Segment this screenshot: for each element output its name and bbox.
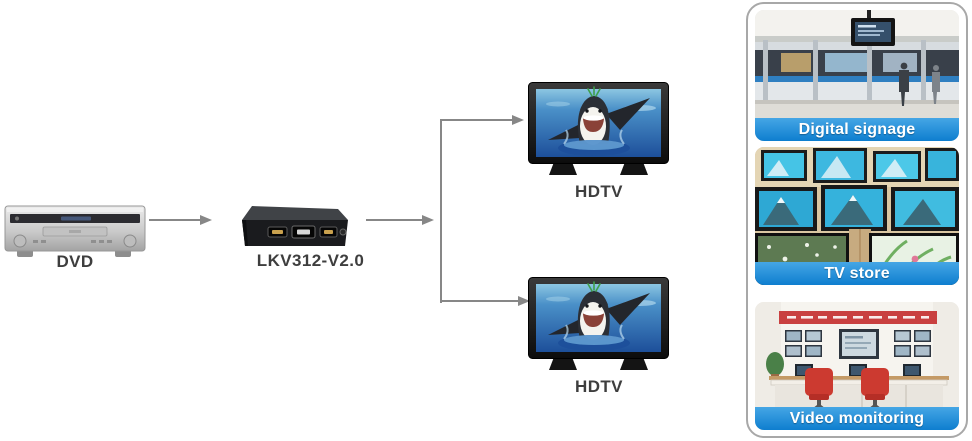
arrow-head-icon: [200, 215, 212, 225]
arrow-head-icon: [518, 296, 530, 306]
splitter-model-label: LKV312-V2.0: [256, 251, 365, 270]
applications-panel: Digital signage: [746, 2, 968, 438]
office-chair: [861, 368, 889, 413]
arrow-shaft: [441, 119, 512, 121]
hdtv-top-image: [528, 82, 669, 175]
cartoon-shark: [548, 86, 650, 145]
hdmi-splitter-image: [242, 206, 348, 246]
arrow-shaft: [441, 300, 518, 302]
arrow-shaft: [149, 219, 200, 221]
arrow-shaft: [366, 219, 422, 221]
arrow-splitter-to-branch: [366, 213, 434, 227]
arrow-dvd-to-splitter: [149, 213, 212, 227]
branch-vertical-line: [440, 119, 442, 303]
tv-store-banner-label: TV store: [824, 264, 890, 282]
arrow-to-top-hdtv: [441, 113, 524, 127]
hdtv-bottom-label: HDTV: [575, 377, 623, 396]
video-monitoring-banner-label: Video monitoring: [789, 409, 925, 427]
dvd-player-image: [4, 205, 146, 257]
hdtv-bottom-image: [528, 277, 669, 370]
digital-signage-banner: Digital signage: [755, 118, 959, 141]
application-card-video-monitoring: Video monitoring: [755, 302, 959, 430]
digital-signage-banner-label: Digital signage: [798, 120, 916, 138]
video-monitoring-banner: Video monitoring: [755, 407, 959, 430]
arrow-to-bottom-hdtv: [441, 294, 530, 308]
tv-store-banner: TV store: [755, 262, 959, 285]
arrow-head-icon: [422, 215, 434, 225]
dvd-label: DVD: [56, 252, 94, 271]
application-card-digital-signage: Digital signage: [755, 10, 959, 141]
arrow-head-icon: [512, 115, 524, 125]
application-card-tv-store: TV store: [755, 147, 959, 285]
cartoon-shark: [548, 281, 650, 340]
hdtv-top-label: HDTV: [575, 182, 623, 201]
